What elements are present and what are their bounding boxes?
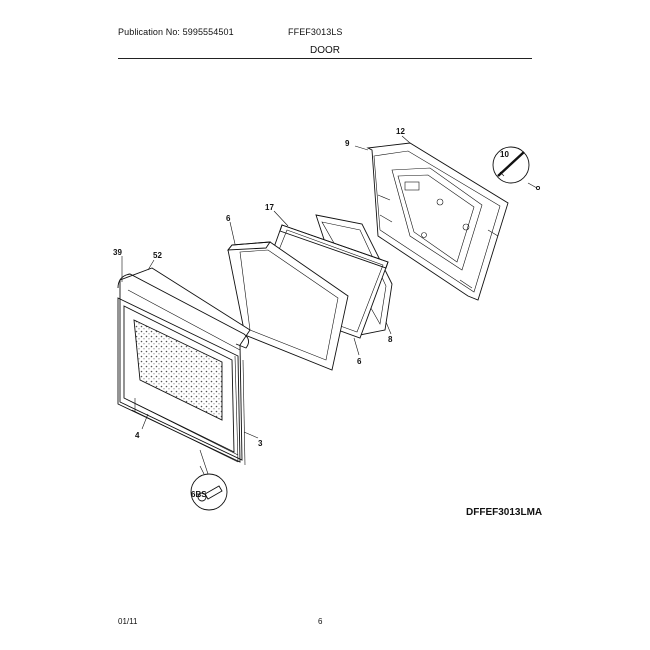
section-title: DOOR [310, 45, 340, 56]
callout-39: 39 [113, 248, 122, 257]
callout-6-lower: 6 [357, 357, 362, 366]
callout-17: 17 [265, 203, 274, 212]
leader-lines [121, 135, 411, 475]
callout-6-upper: 6 [226, 214, 231, 223]
model-number: FFEF3013LS [288, 27, 343, 37]
callout-3: 3 [258, 439, 263, 448]
inner-door-panel [366, 142, 509, 301]
footer-page-number: 6 [318, 617, 323, 626]
callout-4: 4 [135, 431, 140, 440]
diagram-code: DFFEF3013LMA [466, 507, 543, 518]
callout-6bs: 6BS [191, 490, 207, 499]
footer-date: 01/11 [118, 617, 138, 626]
screw-detail-6bs [190, 465, 228, 511]
callout-52: 52 [153, 251, 162, 260]
callout-12: 12 [396, 127, 405, 136]
callout-10: 10 [500, 150, 509, 159]
publication-number: Publication No: 5995554501 [118, 27, 234, 37]
header-rule [118, 58, 532, 59]
oven-window-glass [133, 319, 223, 421]
callout-8: 8 [388, 335, 393, 344]
window-frame [227, 241, 349, 371]
screw-detail-10 [492, 146, 541, 191]
callout-9: 9 [345, 139, 350, 148]
